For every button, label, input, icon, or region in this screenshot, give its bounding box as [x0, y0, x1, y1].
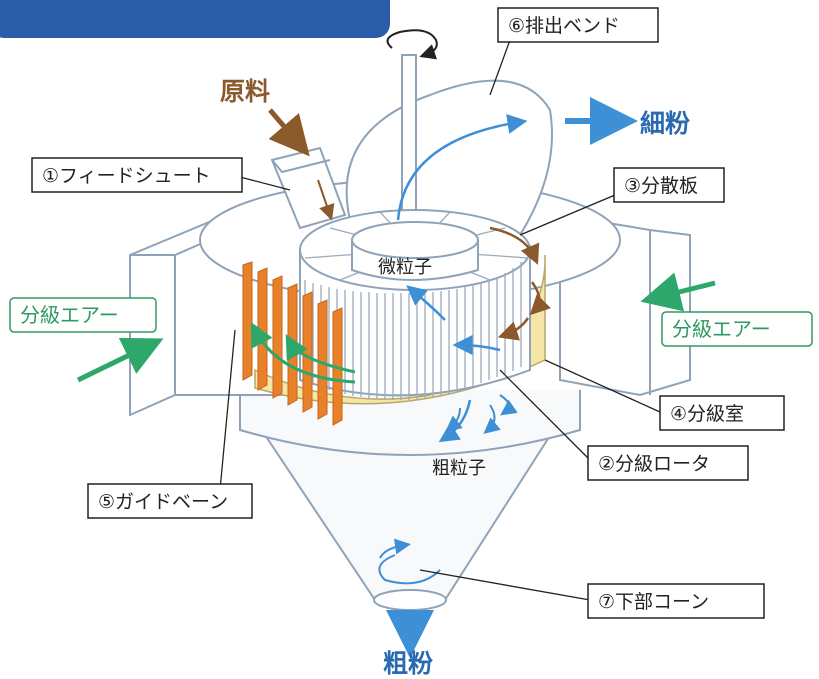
classifying-rotor-shape: [299, 209, 531, 400]
raw-material-label: 原料: [220, 77, 270, 106]
cone-outlet: [373, 589, 447, 611]
classifying-air-left-label: 分級エアー: [20, 303, 119, 327]
fine-powder-label: 細粉: [640, 109, 690, 138]
dispersion-plate-label: ③分散板: [624, 175, 698, 197]
fine-particles-label: 微粒子: [378, 257, 432, 278]
classifying-chamber-label: ④分級室: [670, 403, 744, 425]
classifying-rotor-label: ②分級ロータ: [598, 453, 710, 475]
lower-cone-label: ⑦下部コーン: [598, 591, 709, 613]
guide-vane-label: ⑤ガイドベーン: [98, 491, 228, 513]
coarse-particles-label: 粗粒子: [432, 458, 486, 479]
coarse-powder-label: 粗粉: [383, 649, 433, 678]
header-banner: [0, 0, 390, 38]
feed-chute-label: ①フィードシュート: [42, 165, 211, 187]
classifying-air-right-label: 分級エアー: [672, 317, 771, 341]
discharge-bend-label: ⑥排出ベンド: [508, 15, 620, 37]
